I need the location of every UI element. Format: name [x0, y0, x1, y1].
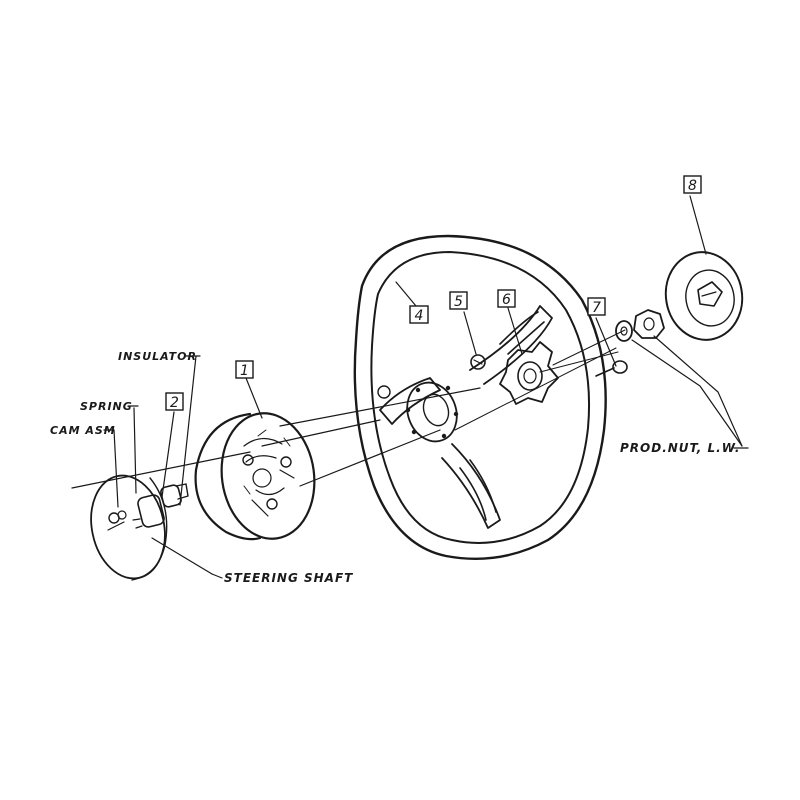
- callout-7: 7: [587, 297, 606, 316]
- cam-assembly-disc: [90, 474, 168, 581]
- label-cam-asm: CAM ASM: [50, 424, 116, 437]
- svg-text:1: 1: [240, 363, 249, 379]
- steering-wheel-spokes: [377, 305, 553, 529]
- callout-5: 5: [449, 291, 468, 310]
- callout-1: 1: [235, 360, 254, 379]
- spring-insulator-parts: [132, 483, 189, 529]
- washer-and-nut: [615, 309, 665, 342]
- hub-cover: [194, 412, 316, 541]
- svg-text:4: 4: [415, 308, 424, 324]
- mounting-screw: [470, 354, 486, 370]
- steering-wheel-rim: [353, 234, 607, 560]
- callout-4: 4: [409, 305, 429, 324]
- adapter-flange: [499, 341, 559, 405]
- label-steering-shaft: STEERING SHAFT: [224, 571, 353, 585]
- label-insulator: INSULATOR: [118, 350, 197, 363]
- svg-text:7: 7: [592, 300, 601, 316]
- horn-cap: [664, 251, 744, 341]
- svg-text:2: 2: [170, 395, 179, 411]
- label-prod-nut: PROD.NUT, L.W.: [620, 441, 741, 455]
- leader-lines: [113, 195, 743, 575]
- svg-text:6: 6: [502, 292, 511, 308]
- callout-2: 2: [165, 392, 184, 411]
- svg-text:5: 5: [454, 294, 463, 310]
- bolt: [595, 360, 628, 377]
- svg-text:8: 8: [688, 178, 697, 194]
- label-spring: SPRING: [80, 400, 133, 413]
- callout-8: 8: [683, 175, 702, 194]
- callout-6: 6: [497, 289, 516, 308]
